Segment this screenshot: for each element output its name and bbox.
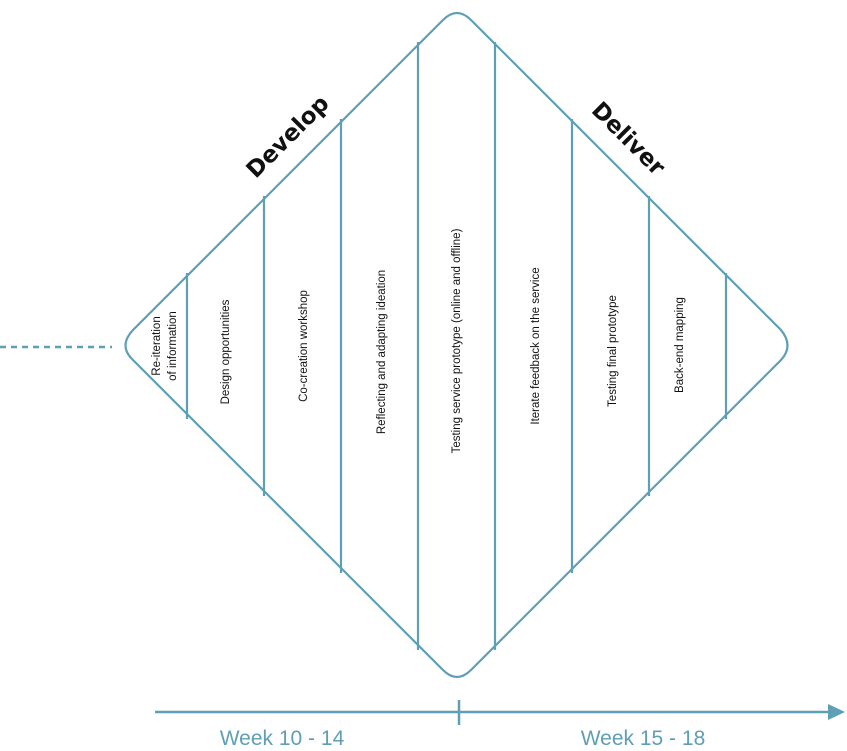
diamond-outline (124, 11, 789, 679)
lane-label-testing-final-prototype: Testing final prototype (607, 295, 619, 407)
lane-label-testing-service-prototype: Testing service prototype (online and of… (451, 228, 463, 453)
lane-label-reflecting-ideation: Reflecting and adapting ideation (376, 270, 388, 434)
lane-label-line: Re-iteration (151, 316, 163, 375)
lane-label-reiteration: Re-iteration of information (151, 311, 179, 381)
week-label-left: Week 10 - 14 (220, 727, 345, 750)
lane-label-design-opportunities: Design opportunities (220, 299, 232, 404)
lane-label-co-creation-workshop: Co-creation workshop (298, 290, 310, 402)
lane-label-line: of information (167, 311, 179, 381)
lane-label-back-end-mapping: Back-end mapping (674, 297, 686, 393)
lane-label-iterate-feedback: Iterate feedback on the service (530, 267, 542, 424)
timeline-arrowhead (828, 704, 845, 720)
phase-title-deliver: Deliver (586, 97, 670, 181)
week-label-right: Week 15 - 18 (581, 727, 706, 750)
phase-title-develop: Develop (242, 91, 335, 184)
